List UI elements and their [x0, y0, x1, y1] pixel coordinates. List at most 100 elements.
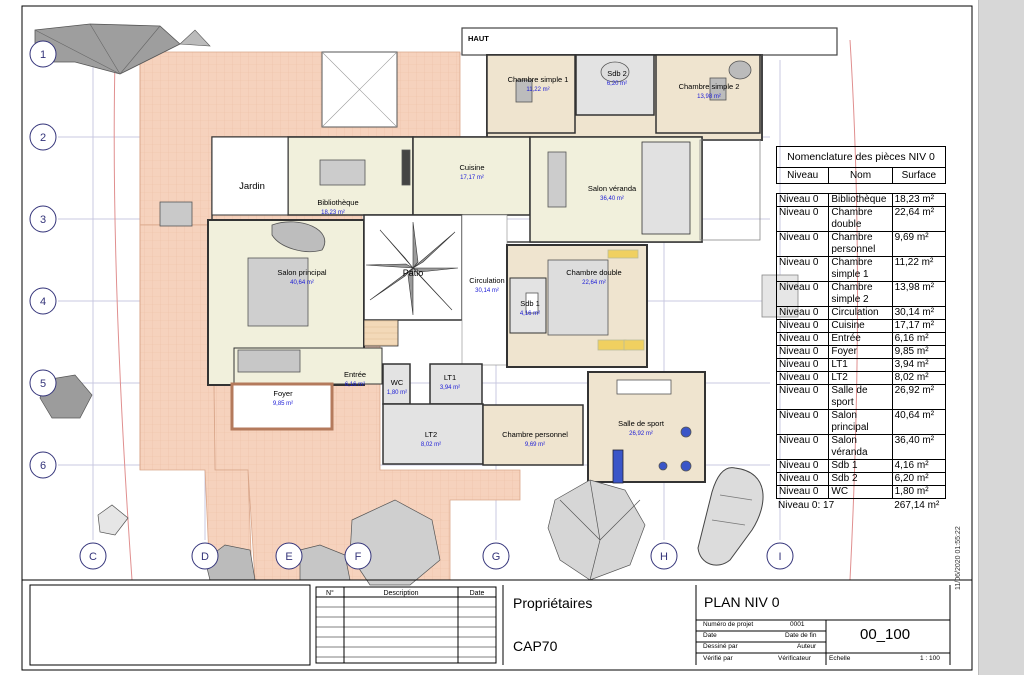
grid-col-f: F: [344, 542, 372, 570]
svg-text:Salon véranda: Salon véranda: [588, 184, 637, 193]
svg-text:Sdb 1: Sdb 1: [520, 299, 540, 308]
svg-text:Entrée: Entrée: [344, 370, 366, 379]
svg-text:6,16 m²: 6,16 m²: [345, 382, 365, 388]
room-chambre-simple-1: Chambre simple 111,22 m²: [508, 75, 569, 93]
revision-headers: N° Description Date: [326, 589, 484, 597]
svg-text:LT2: LT2: [425, 430, 437, 439]
room-labels: Chambre simple 111,22 m² Sdb 26,20 m² Ch…: [239, 69, 739, 448]
right-scroll-area[interactable]: [978, 0, 1024, 675]
header-nom: Nom: [829, 168, 893, 183]
svg-text:2: 2: [40, 132, 46, 144]
print-timestamp: 11/06/2020 01:55:22: [955, 526, 962, 590]
patio-plant: [365, 221, 459, 316]
row-surface: 18,23 m²: [894, 194, 935, 205]
svg-text:3: 3: [40, 214, 46, 226]
total-label: Niveau 0: 17: [778, 500, 835, 511]
svg-text:Salle de sport: Salle de sport: [618, 419, 665, 428]
svg-text:WC: WC: [391, 378, 404, 387]
scale-label: Echelle: [829, 655, 851, 662]
grid-row-6: 6: [29, 451, 57, 479]
car: [697, 467, 764, 566]
svg-text:9,69 m²: 9,69 m²: [525, 442, 545, 448]
scale-value: 1 : 100: [920, 655, 940, 662]
svg-text:11,22 m²: 11,22 m²: [526, 87, 549, 93]
svg-text:Salon principal: Salon principal: [277, 268, 327, 277]
svg-text:22,64 m²: 22,64 m²: [582, 280, 606, 286]
owner-label: Propriétaires: [513, 595, 593, 611]
svg-text:Jardin: Jardin: [239, 181, 265, 192]
row-niveau: Niveau 0: [777, 320, 830, 332]
row-niveau: Niveau 0: [777, 410, 830, 434]
row-surface: 30,14 m²: [894, 307, 935, 318]
room-jardin: Jardin: [239, 181, 265, 192]
row-niveau: Niveau 0: [777, 372, 830, 384]
row-niveau: Niveau 0: [777, 282, 830, 306]
svg-text:Chambre personnel: Chambre personnel: [502, 430, 568, 439]
row-niveau: Niveau 0: [777, 486, 830, 498]
grid-col-e: E: [275, 542, 303, 570]
titleblock-frame: [22, 579, 972, 666]
row-nom: Salle de sport: [829, 385, 893, 409]
svg-text:4,16 m²: 4,16 m²: [520, 311, 540, 317]
svg-text:6,20 m²: 6,20 m²: [607, 81, 627, 87]
row-surface: 11,22 m²: [894, 257, 934, 268]
row-nom: WC: [829, 486, 893, 498]
grid-col-h: H: [650, 542, 678, 570]
grid-col-c: C: [79, 542, 107, 570]
row-nom: Sdb 2: [829, 473, 893, 485]
svg-text:40,64 m²: 40,64 m²: [290, 280, 314, 286]
grid-col-g: G: [482, 542, 510, 570]
svg-text:Foyer: Foyer: [273, 389, 293, 398]
sheet-border: [21, 5, 973, 671]
svg-text:H: H: [660, 551, 668, 563]
svg-text:C: C: [89, 551, 97, 563]
row-nom: LT1: [829, 359, 893, 371]
row-nom: LT2: [829, 372, 893, 384]
checked-by-label: Vérifié par: [703, 655, 733, 662]
row-surface: 1,80 m²: [894, 486, 929, 497]
room-sdb-1: Sdb 1 4,16 m²: [520, 299, 540, 317]
checked-by-value: Vérificateur: [778, 655, 811, 662]
row-nom: Bibliothèque: [829, 194, 893, 206]
svg-text:E: E: [285, 551, 292, 563]
grid-col-d: D: [191, 542, 219, 570]
svg-text:Cuisine: Cuisine: [459, 163, 484, 172]
furniture: [159, 60, 752, 484]
floor-plan: HAUT 1 2 3 4 5 6 C D E F G H I Chambre s…: [21, 5, 973, 671]
row-niveau: Niveau 0: [777, 460, 830, 472]
grid-row-3: 3: [29, 205, 57, 233]
svg-text:1: 1: [40, 49, 46, 61]
drawn-by-value: Auteur: [797, 643, 817, 650]
room-entree: Entrée 6,16 m²: [344, 370, 366, 388]
project-num-value: 0001: [790, 621, 805, 628]
svg-text:F: F: [355, 551, 362, 563]
svg-text:6: 6: [40, 460, 46, 472]
row-surface: 26,92 m²: [894, 385, 935, 396]
svg-text:I: I: [778, 551, 781, 563]
row-nom: Circulation: [829, 307, 893, 319]
row-surface: 9,85 m²: [894, 346, 929, 357]
rev-num-header: N°: [326, 589, 334, 597]
row-niveau: Niveau 0: [777, 333, 830, 345]
row-niveau: Niveau 0: [777, 359, 830, 371]
rev-date-header: Date: [470, 590, 485, 597]
row-nom: Chambre double: [829, 207, 893, 231]
svg-text:5: 5: [40, 378, 46, 390]
row-niveau: Niveau 0: [777, 307, 830, 319]
revision-grid: [316, 606, 496, 658]
